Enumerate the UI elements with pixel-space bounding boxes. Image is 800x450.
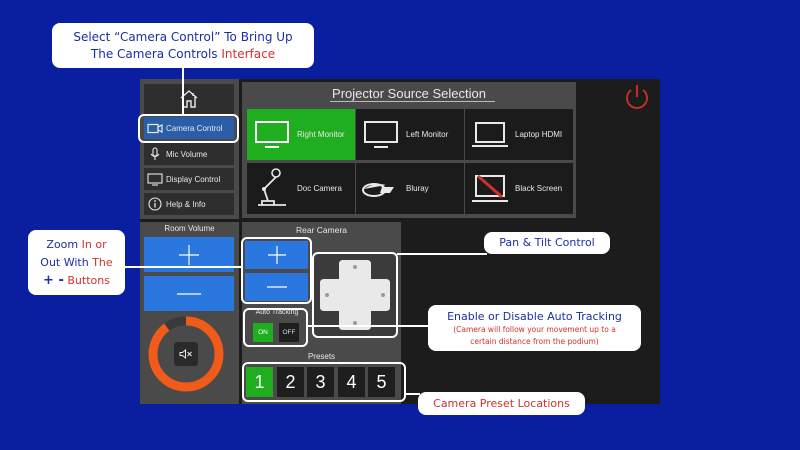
monitor-icon: [247, 109, 297, 160]
zoom-in-button[interactable]: [245, 241, 308, 269]
callout-text: Select “Camera Control” To Bring Up: [73, 30, 293, 44]
source-right-monitor[interactable]: Right Monitor: [247, 109, 355, 160]
sidebar-item-camera-control[interactable]: Camera Control: [144, 117, 234, 139]
source-doc-camera[interactable]: Doc Camera: [247, 163, 355, 214]
callout-text: Zoom: [46, 238, 79, 251]
source-label: Right Monitor: [297, 130, 345, 139]
callout-pan-tilt: Pan & Tilt Control: [484, 232, 610, 254]
highlight-presets: [242, 362, 406, 402]
callout-auto-tracking: Enable or Disable Auto Tracking (Camera …: [428, 305, 641, 351]
home-button[interactable]: [144, 84, 234, 114]
room-volume-title: Room Volume: [164, 224, 215, 233]
mute-button[interactable]: [174, 342, 198, 366]
auto-tracking-on-button[interactable]: ON: [253, 323, 273, 342]
preset-button-1[interactable]: 1: [246, 367, 273, 397]
callout-presets: Camera Preset Locations: [418, 392, 585, 415]
pan-tilt-dpad[interactable]: [316, 256, 394, 334]
minus-icon: [177, 292, 201, 295]
auto-tracking-off-button[interactable]: OFF: [279, 323, 299, 342]
bluray-icon: [356, 163, 406, 214]
sidebar-item-label: Mic Volume: [166, 149, 208, 159]
callout-text: Buttons: [67, 274, 110, 287]
plus-icon: [179, 244, 199, 265]
zoom-out-button[interactable]: [245, 273, 308, 301]
info-icon: [144, 197, 166, 211]
callout-text: Interface: [217, 47, 276, 61]
source-black-screen[interactable]: Black Screen: [465, 163, 573, 214]
connector-line: [182, 67, 184, 115]
callout-text: Enable or Disable Auto Tracking: [447, 310, 622, 323]
callout-text: Out With: [40, 256, 89, 269]
highlight-auto-tracking: [243, 308, 308, 347]
callout-zoom: Zoom In or Out With The + - Buttons: [28, 230, 125, 295]
monitor-icon: [356, 109, 406, 160]
power-button[interactable]: [622, 82, 652, 112]
callout-text: In or: [78, 238, 107, 251]
source-bluray[interactable]: Bluray: [356, 163, 464, 214]
presets-label: Presets: [307, 352, 336, 361]
sidebar-item-label: Help & Info: [166, 199, 206, 209]
laptop-icon: [465, 109, 515, 160]
sidebar-item-label: Camera Control: [166, 123, 223, 133]
rear-camera-title: Rear Camera: [295, 225, 348, 235]
preset-button-5[interactable]: 5: [368, 367, 395, 397]
callout-text: + -: [43, 273, 64, 288]
sidebar-item-help-info[interactable]: Help & Info: [144, 193, 234, 215]
minus-icon: [266, 286, 287, 288]
preset-button-4[interactable]: 4: [338, 367, 365, 397]
projector-title: Projector Source Selection: [332, 86, 486, 101]
document-camera-icon: [247, 163, 297, 214]
sidebar-item-display-control[interactable]: Display Control: [144, 168, 234, 190]
sidebar-item-mic-volume[interactable]: Mic Volume: [144, 143, 234, 165]
monitor-icon: [144, 172, 166, 186]
connector-line: [115, 266, 243, 268]
source-label: Bluray: [406, 184, 429, 193]
volume-down-button[interactable]: [144, 276, 234, 311]
connector-line: [307, 325, 430, 327]
callout-text: The: [88, 256, 113, 269]
title-underline: [330, 101, 495, 102]
callout-text: (Camera will follow your movement up to …: [453, 325, 616, 334]
source-label: Laptop HDMI: [515, 130, 563, 139]
preset-button-2[interactable]: 2: [277, 367, 304, 397]
highlight-camera-control: [138, 114, 239, 143]
callout-text: The Camera Controls: [90, 47, 218, 61]
power-icon: [626, 85, 648, 109]
callout-text: certain distance from the podium): [470, 337, 599, 346]
highlight-zoom-buttons: [241, 237, 312, 304]
connector-line: [397, 253, 487, 255]
preset-button-3[interactable]: 3: [307, 367, 334, 397]
highlight-pan-tilt: [312, 252, 398, 338]
plus-icon: [267, 246, 286, 264]
volume-gauge[interactable]: [146, 314, 226, 394]
video-camera-icon: [144, 123, 166, 134]
source-label: Black Screen: [515, 184, 563, 193]
microphone-icon: [144, 147, 166, 161]
callout-camera-control: Select “Camera Control” To Bring Up The …: [52, 23, 314, 68]
connector-line: [406, 393, 420, 395]
source-label: Doc Camera: [297, 184, 342, 193]
source-left-monitor[interactable]: Left Monitor: [356, 109, 464, 160]
auto-tracking-label: Auto Tracking: [255, 309, 299, 316]
sidebar-item-label: Display Control: [166, 174, 221, 184]
source-laptop-hdmi[interactable]: Laptop HDMI: [465, 109, 573, 160]
mute-icon: [179, 349, 192, 359]
black-screen-icon: [465, 163, 515, 214]
source-label: Left Monitor: [406, 130, 449, 139]
